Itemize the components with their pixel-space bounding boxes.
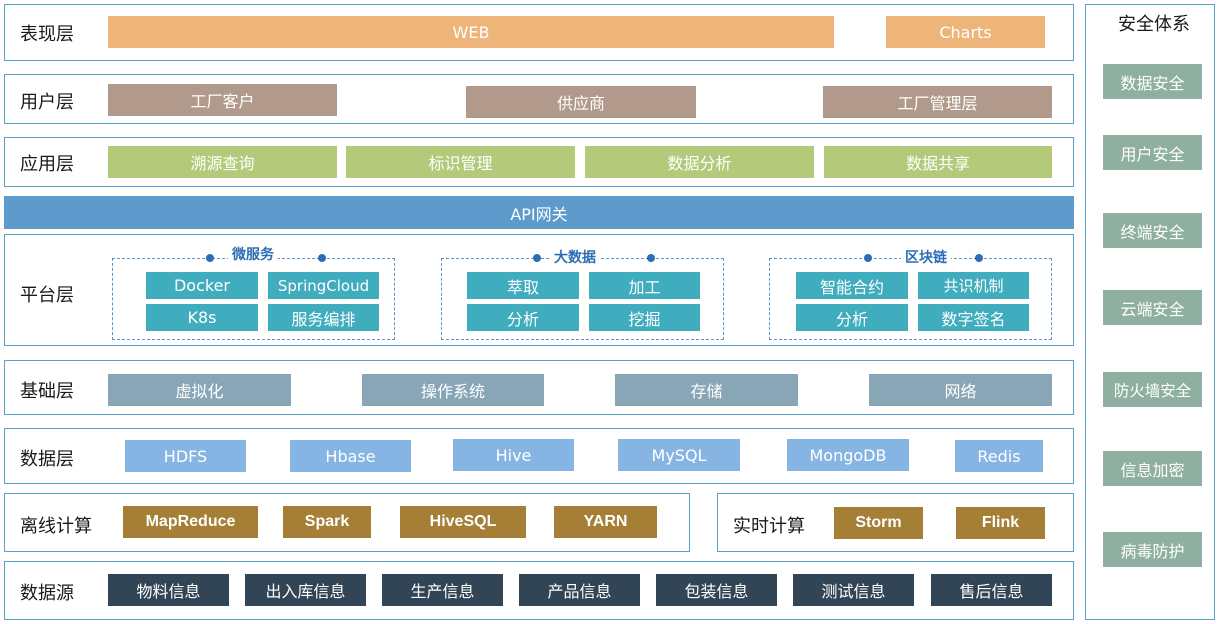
storm-box: Storm <box>834 507 923 539</box>
data-source-label: 数据源 <box>20 583 74 604</box>
redis-box: Redis <box>955 440 1043 472</box>
realtime-compute-label: 实时计算 <box>733 516 805 537</box>
hdfs-box: HDFS <box>125 440 246 472</box>
group-dot-left <box>206 254 214 262</box>
api-gateway-bar: API网关 <box>4 196 1074 229</box>
inout-info-box: 出入库信息 <box>245 574 366 606</box>
packaging-info-box: 包装信息 <box>656 574 777 606</box>
information-encryption-box: 信息加密 <box>1103 451 1202 486</box>
terminal-security-box: 终端安全 <box>1103 213 1202 248</box>
analyze-box: 分析 <box>467 304 579 331</box>
k8s-box: K8s <box>146 304 258 331</box>
process-box: 加工 <box>589 272 700 299</box>
group-dot-right <box>975 254 983 262</box>
hivesql-box: HiveSQL <box>400 506 526 538</box>
platform-layer-label: 平台层 <box>20 285 74 306</box>
web-box: WEB <box>108 16 834 48</box>
charts-box: Charts <box>886 16 1045 48</box>
offline-compute-label: 离线计算 <box>20 516 92 537</box>
trace-query-box: 溯源查询 <box>108 146 337 178</box>
security-system-title: 安全体系 <box>1118 14 1190 35</box>
blockchain-group-title: 区块链 <box>901 247 951 267</box>
mongodb-box: MongoDB <box>787 439 909 471</box>
group-dot-right <box>647 254 655 262</box>
smart-contract-box: 智能合约 <box>796 272 908 299</box>
operating-system-box: 操作系统 <box>362 374 544 406</box>
user-security-box: 用户安全 <box>1103 135 1202 170</box>
bigdata-group-title: 大数据 <box>550 247 600 267</box>
mysql-box: MySQL <box>618 439 740 471</box>
user-layer-label: 用户层 <box>20 92 74 113</box>
presentation-layer-label: 表现层 <box>20 24 74 45</box>
application-layer-label: 应用层 <box>20 154 74 175</box>
flink-box: Flink <box>956 507 1045 539</box>
blockchain-analyze-box: 分析 <box>796 304 908 331</box>
group-dot-left <box>864 254 872 262</box>
hive-box: Hive <box>453 439 574 471</box>
microservice-group-title: 微服务 <box>228 244 278 264</box>
data-layer-label: 数据层 <box>20 449 74 470</box>
firewall-security-box: 防火墙安全 <box>1103 372 1202 407</box>
data-sharing-box: 数据共享 <box>824 146 1052 178</box>
cloud-security-box: 云端安全 <box>1103 290 1202 325</box>
infrastructure-layer-label: 基础层 <box>20 381 74 402</box>
factory-management-box: 工厂管理层 <box>823 86 1052 118</box>
springcloud-box: SpringCloud <box>268 272 379 299</box>
virus-protection-box: 病毒防护 <box>1103 532 1202 567</box>
mapreduce-box: MapReduce <box>123 506 258 538</box>
material-info-box: 物料信息 <box>108 574 229 606</box>
data-security-box: 数据安全 <box>1103 64 1202 99</box>
supplier-box: 供应商 <box>466 86 696 118</box>
hbase-box: Hbase <box>290 440 411 472</box>
service-orchestration-box: 服务编排 <box>268 304 379 331</box>
extract-box: 萃取 <box>467 272 579 299</box>
virtualization-box: 虚拟化 <box>108 374 291 406</box>
product-info-box: 产品信息 <box>519 574 640 606</box>
testing-info-box: 测试信息 <box>793 574 914 606</box>
identity-management-box: 标识管理 <box>346 146 575 178</box>
factory-customer-box: 工厂客户 <box>108 84 337 116</box>
aftersales-info-box: 售后信息 <box>931 574 1052 606</box>
production-info-box: 生产信息 <box>382 574 503 606</box>
mining-box: 挖掘 <box>589 304 700 331</box>
storage-box: 存储 <box>615 374 798 406</box>
yarn-box: YARN <box>554 506 657 538</box>
network-box: 网络 <box>869 374 1052 406</box>
consensus-box: 共识机制 <box>918 272 1029 299</box>
docker-box: Docker <box>146 272 258 299</box>
spark-box: Spark <box>283 506 371 538</box>
data-analysis-box: 数据分析 <box>585 146 814 178</box>
digital-signature-box: 数字签名 <box>918 304 1029 331</box>
group-dot-right <box>318 254 326 262</box>
group-dot-left <box>533 254 541 262</box>
